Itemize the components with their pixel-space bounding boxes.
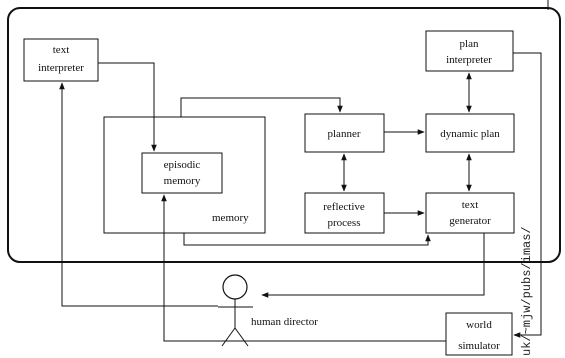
- reflective-process-label-2: process: [328, 217, 361, 229]
- text-generator-box: [425, 192, 515, 234]
- world-simulator-label-1: world: [466, 319, 492, 331]
- episodic-memory-box: [141, 152, 223, 194]
- arrow-text-generator-to-human: [261, 233, 485, 298]
- plan-interpreter-label-1: plan: [460, 38, 479, 50]
- human-director-label: human director: [251, 316, 318, 328]
- world-simulator-box: [445, 312, 513, 356]
- side-url-text: uk/~mjw/pubs/imas/: [520, 226, 534, 356]
- reflective-process-box: [304, 192, 385, 234]
- dynamic-plan-label: dynamic plan: [440, 128, 500, 140]
- episodic-memory-label-1: episodic: [164, 159, 201, 171]
- arrow-memory-to-text-generator: [183, 233, 431, 246]
- arrow-world-simulator-to-episodic-memory: [161, 194, 446, 342]
- system-container: [7, 7, 561, 263]
- text-interpreter-box: [23, 38, 99, 82]
- arrow-text-interpreter-to-episodic-memory: [98, 62, 157, 152]
- human-director-figure: [218, 274, 253, 347]
- episodic-memory-label-2: memory: [164, 175, 201, 187]
- arrow-human-to-text-interpreter: [59, 82, 218, 307]
- planner-box: [304, 113, 385, 153]
- world-simulator-label-2: simulator: [458, 340, 500, 352]
- reflective-process-label-1: reflective: [323, 201, 365, 213]
- planner-label: planner: [328, 128, 361, 140]
- memory-label: memory: [212, 212, 249, 224]
- arrow-memory-to-planner: [180, 97, 343, 117]
- arrow-plan-interpreter-to-world-simulator: [513, 52, 542, 338]
- text-generator-label-1: text: [462, 199, 479, 211]
- plan-interpreter-box: [425, 30, 514, 72]
- text-interpreter-label-1: text: [53, 44, 70, 56]
- memory-box: [103, 116, 266, 234]
- text-interpreter-label-2: interpreter: [38, 62, 84, 74]
- dynamic-plan-box: [425, 113, 515, 153]
- plan-interpreter-label-2: interpreter: [446, 54, 492, 66]
- text-generator-label-2: generator: [449, 215, 491, 227]
